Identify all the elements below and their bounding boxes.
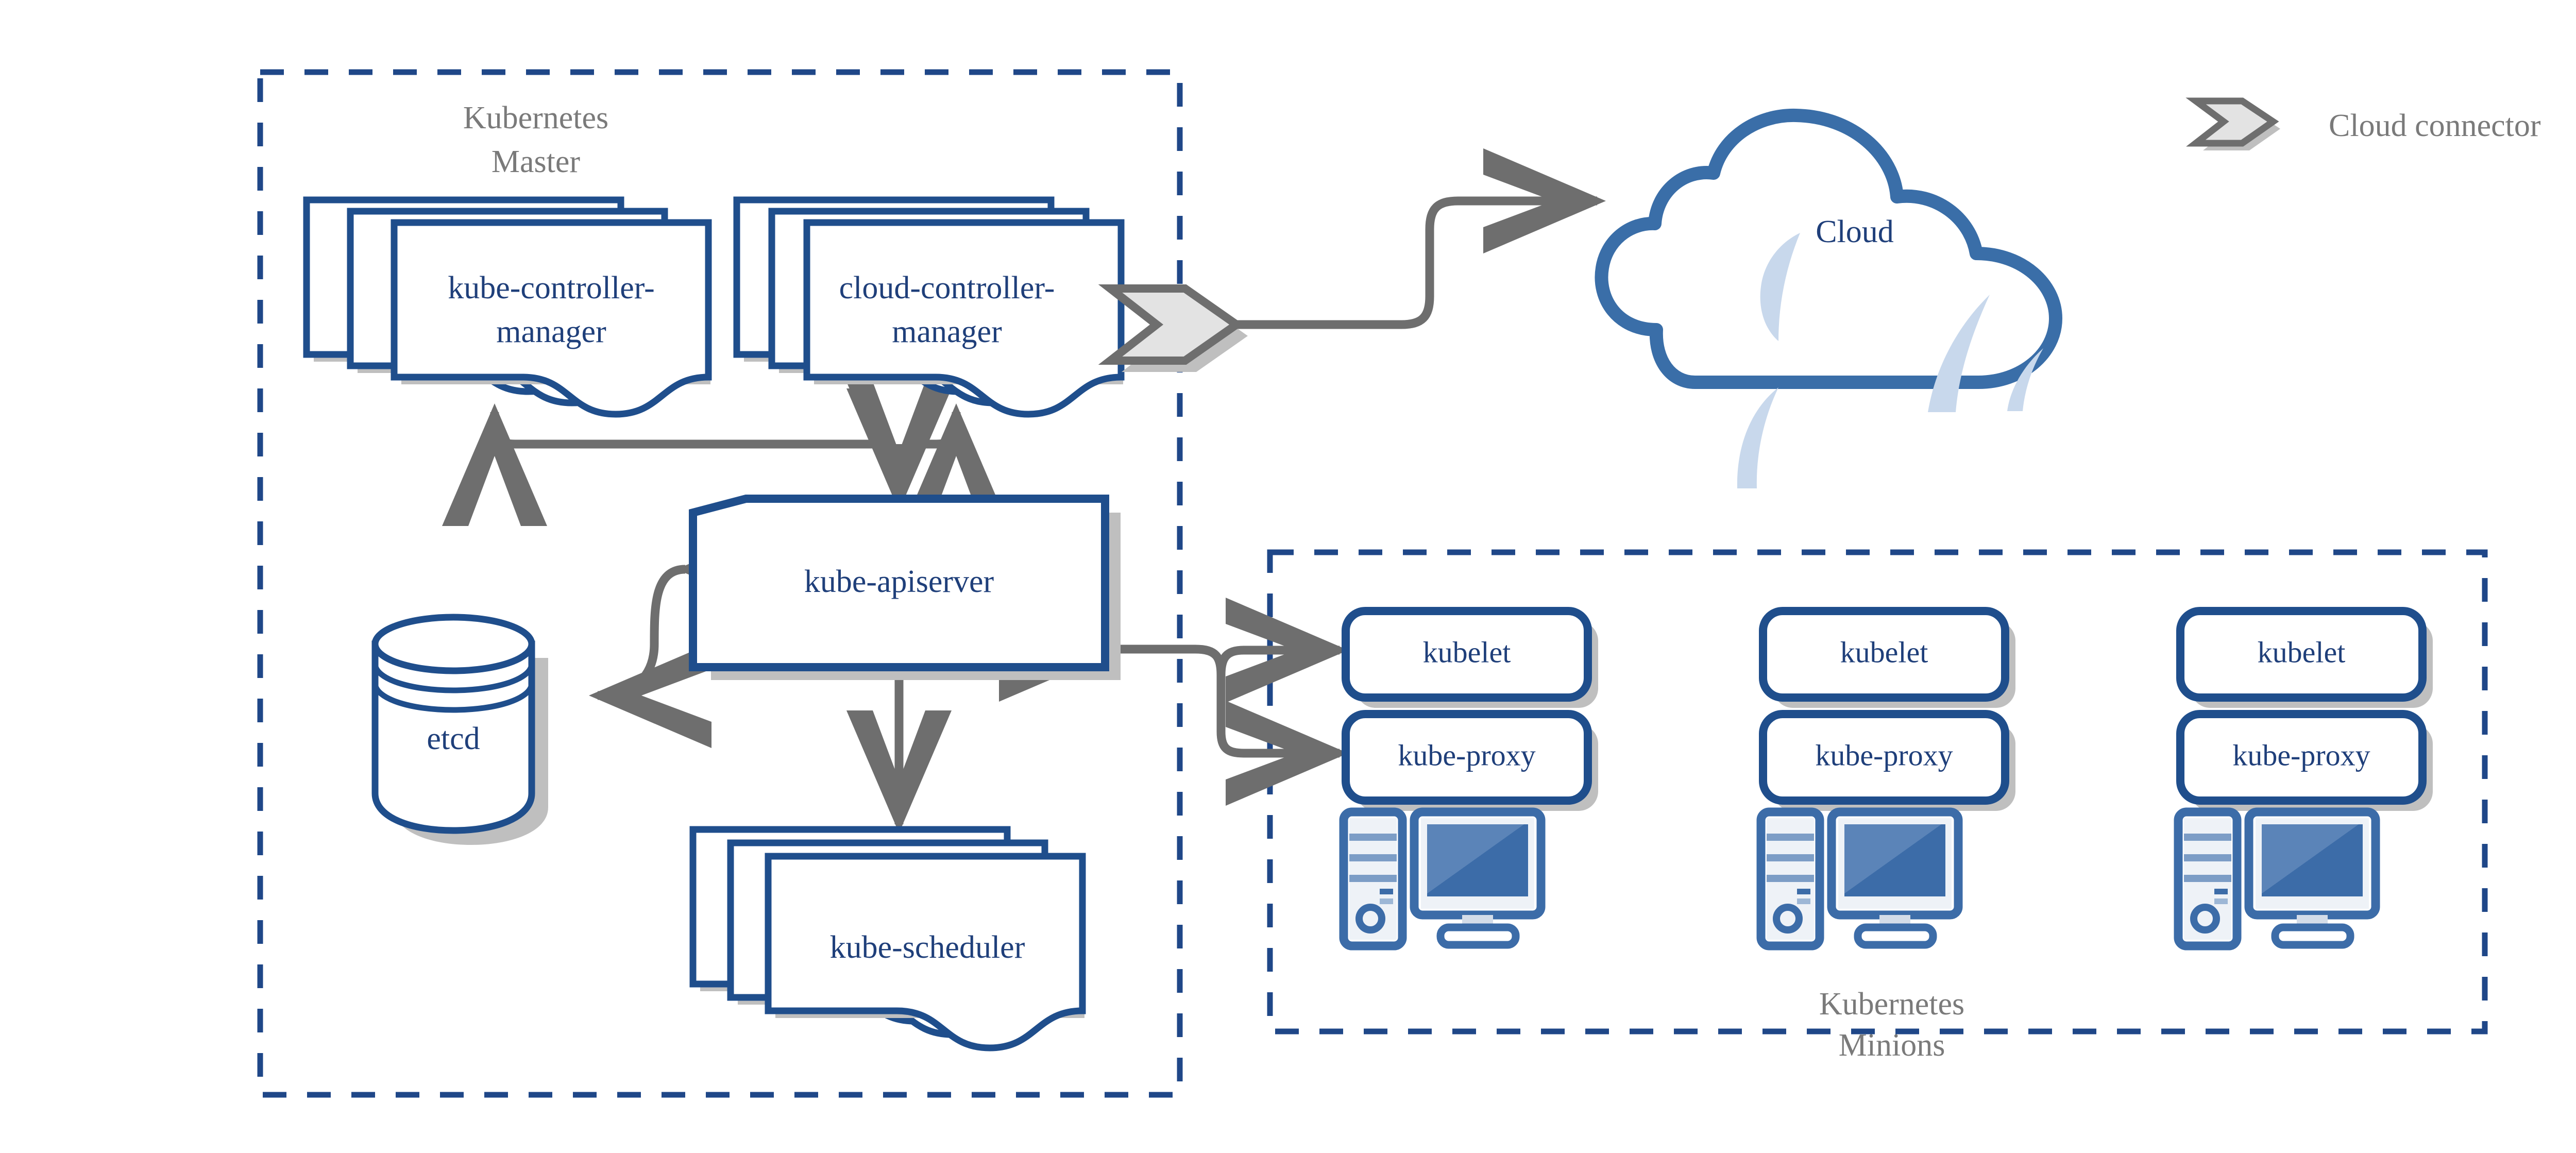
monitor-base	[1854, 923, 1937, 949]
desktop-computer-icon	[2174, 807, 2380, 951]
minion-2-kubelet[interactable]: kubelet	[1759, 607, 2015, 708]
kubelet-label: kubelet	[1423, 635, 1511, 669]
power-button-icon	[2190, 904, 2220, 934]
kubelet-label: kubelet	[2258, 635, 2346, 669]
kubelet-box	[1342, 607, 1592, 702]
tower-stripe-2	[1767, 854, 1814, 861]
screen	[2262, 824, 2363, 896]
tower-led-1	[2214, 889, 2228, 894]
tower-stripe-1	[2184, 834, 2231, 841]
tower-stripe-1	[1349, 834, 1397, 841]
master-zone-label-line1: Kubernetes	[463, 100, 608, 135]
connector-ccm-to-cloud	[1190, 148, 1606, 329]
kubelet-box	[2176, 607, 2427, 702]
minion-3-kubelet[interactable]: kubelet	[2176, 607, 2433, 708]
etcd-ring-3	[372, 683, 535, 713]
minion-1-kube-proxy[interactable]: kube-proxy	[1342, 710, 1598, 811]
kube-proxy-box	[2176, 710, 2427, 805]
kube-controller-manager-label-line2: manager	[496, 314, 606, 349]
connector-apiserver-to-ccm	[894, 403, 1009, 526]
cloud-accent-1	[1760, 233, 1800, 341]
tower-led-1	[1797, 889, 1810, 894]
tower-stripe-3	[1767, 875, 1814, 882]
kube-scheduler-label: kube-scheduler	[830, 930, 1025, 965]
cloud-controller-manager-label-line1: cloud-controller-	[839, 270, 1055, 306]
zone-kubernetes-master: Kubernetes Master	[257, 69, 1183, 1098]
cloud-label: Cloud	[1816, 214, 1894, 249]
tower-led-2	[2214, 898, 2228, 904]
minion-1: kubelet kube-proxy	[1339, 607, 1598, 951]
cloud-outline	[1595, 108, 2062, 389]
legend-cloud-connector: Cloud connector	[2185, 97, 2541, 150]
node-kube-apiserver[interactable]: kube-apiserver	[689, 495, 1121, 680]
minion-3-kube-proxy[interactable]: kube-proxy	[2176, 710, 2433, 811]
node-kube-controller-manager[interactable]: kube-controller- manager	[307, 200, 710, 414]
kubelet-box	[1759, 607, 2009, 702]
kubelet-label: kubelet	[1840, 635, 1928, 669]
connector-apiserver-to-kcm	[442, 403, 904, 526]
power-button-icon	[1773, 904, 1803, 934]
tower-led-2	[1797, 898, 1810, 904]
minions-zone-label-line2: Minions	[1839, 1028, 1945, 1063]
connector-apiserver-etcd	[589, 516, 800, 748]
minion-3: kubelet kube-proxy	[2174, 607, 2433, 951]
kube-proxy-label: kube-proxy	[1815, 738, 1953, 772]
minion-1-kubelet[interactable]: kubelet	[1342, 607, 1598, 708]
tower-stripe-1	[1767, 834, 1814, 841]
chevron-icon	[1098, 284, 1244, 365]
apiserver-box	[689, 495, 1109, 671]
cloud-accent-2	[1737, 387, 1778, 488]
tower-stripe-3	[2184, 875, 2231, 882]
desktop-computer-icon	[1339, 807, 1546, 951]
tower-led-2	[1380, 898, 1393, 904]
minion-2: kubelet kube-proxy	[1756, 607, 2015, 951]
desktop-computer-icon	[1756, 807, 1963, 951]
minions-zone-label-line1: Kubernetes	[1819, 987, 1964, 1022]
node-kube-scheduler[interactable]: kube-scheduler	[693, 829, 1084, 1048]
power-button-icon	[1355, 904, 1385, 934]
node-etcd[interactable]: etcd	[371, 614, 548, 845]
cloud-connector-legend-icon	[2185, 97, 2279, 147]
node-cloud[interactable]: Cloud	[1595, 108, 2062, 488]
cloud-connector-icon[interactable]	[1098, 284, 1248, 372]
kube-proxy-label: kube-proxy	[2232, 738, 2370, 772]
connector-apiserver-to-kubelet	[1216, 598, 1348, 703]
etcd-top-ring	[371, 614, 535, 674]
legend-label: Cloud connector	[2329, 108, 2541, 143]
kube-proxy-label: kube-proxy	[1398, 738, 1535, 772]
screen	[1427, 824, 1528, 896]
kube-proxy-box	[1342, 710, 1592, 805]
node-cloud-controller-manager[interactable]: cloud-controller- manager	[737, 200, 1123, 414]
etcd-label: etcd	[427, 721, 480, 756]
tower-stripe-2	[1349, 854, 1397, 861]
tower-stripe-2	[2184, 854, 2231, 861]
connector-layer	[442, 148, 1606, 833]
kube-apiserver-label: kube-apiserver	[804, 564, 994, 599]
etcd-ring-2	[372, 663, 535, 693]
cloud-accent-4	[2007, 348, 2043, 411]
minion-2-kube-proxy[interactable]: kube-proxy	[1759, 710, 2015, 811]
cloud-accent-3	[1928, 295, 1990, 412]
kube-proxy-box	[1759, 710, 2009, 805]
screen	[1844, 824, 1945, 896]
cloud-controller-manager-label-line2: manager	[892, 314, 1002, 349]
tower-led-1	[1380, 889, 1393, 894]
tower-stripe-3	[1349, 875, 1397, 882]
monitor-base	[2271, 923, 2354, 949]
etcd-body	[371, 640, 535, 834]
monitor-base	[1436, 923, 1520, 949]
kube-controller-manager-label-line1: kube-controller-	[448, 270, 655, 306]
master-zone-label-line2: Master	[492, 144, 581, 179]
master-zone-border	[257, 69, 1183, 1098]
